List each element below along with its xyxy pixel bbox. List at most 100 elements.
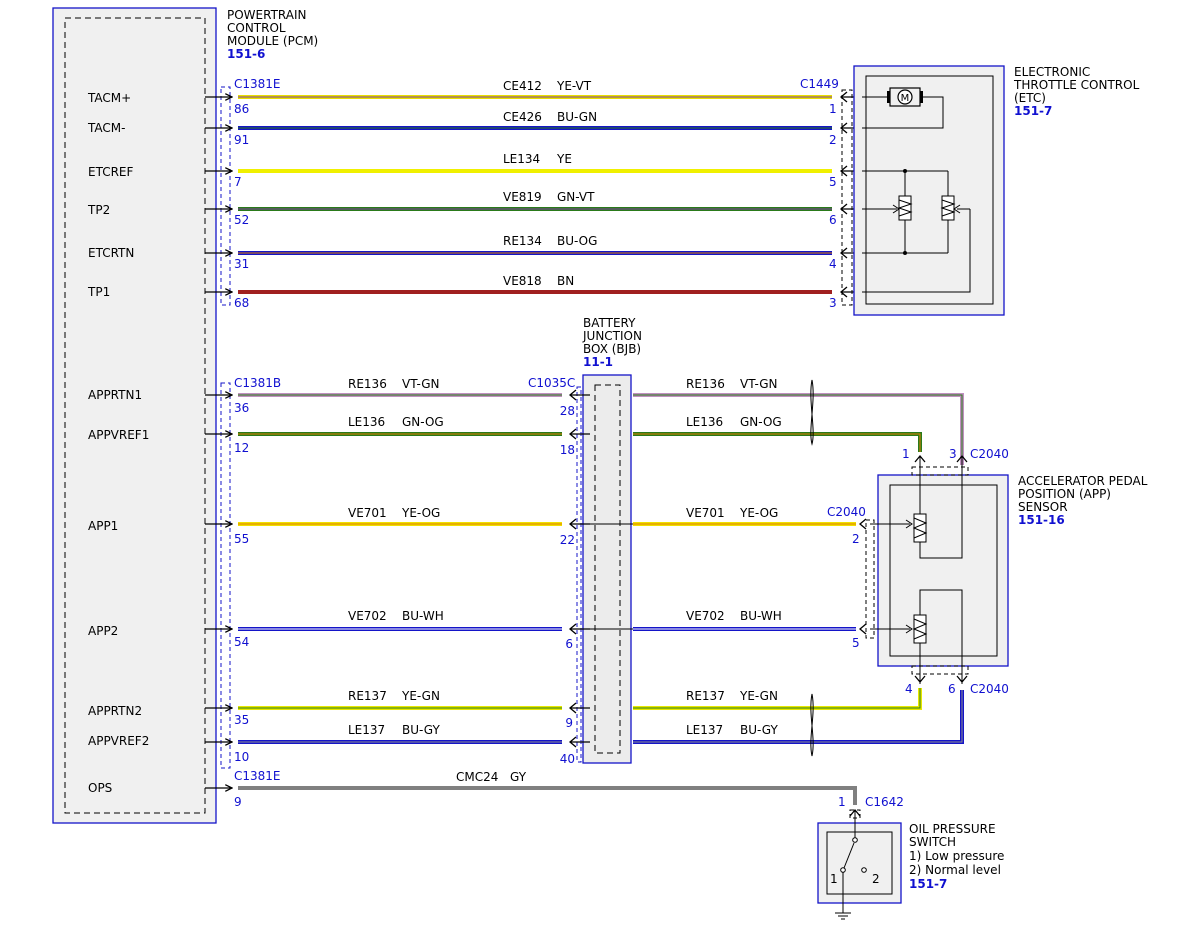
tp1-sensor-icon xyxy=(941,195,955,221)
motor-label: M xyxy=(901,93,910,104)
app-connector-labels: C2040 C2040 C2040 1 3 2 5 4 6 xyxy=(827,447,1009,696)
color-re134: BU-OG xyxy=(557,234,597,248)
pin-52: 52 xyxy=(234,213,249,227)
connector-c1381e-top: C1381E xyxy=(234,77,281,91)
color-ce412: YE-VT xyxy=(556,79,592,93)
bjb-pin-18: 18 xyxy=(560,443,575,457)
color-re137-right: YE-GN xyxy=(739,689,778,703)
app-wires-left xyxy=(238,393,562,744)
signal-apprtn2: APPRTN2 xyxy=(88,704,142,718)
pcm-connector-outlines xyxy=(220,86,231,769)
app-title: ACCELERATOR PEDAL POSITION (APP) SENSOR … xyxy=(1018,474,1148,527)
pcm-pins-app: 36 12 55 54 35 10 9 xyxy=(234,401,249,809)
pin-91: 91 xyxy=(234,133,249,147)
etc-title-line1: ELECTRONIC xyxy=(1014,65,1090,79)
etc-pin-5: 5 xyxy=(829,175,837,189)
color-ve701-left: YE-OG xyxy=(401,506,440,520)
app1-sensor-icon xyxy=(913,513,927,543)
app2-sensor-icon xyxy=(913,614,927,644)
etc-ref: 151-7 xyxy=(1014,104,1052,118)
circuit-re136-left: RE136 xyxy=(348,377,387,391)
pcm-pins-etc: 86 91 7 52 31 68 xyxy=(234,102,249,310)
etc-pin-6: 6 xyxy=(829,213,837,227)
circuit-le137-right: LE137 xyxy=(686,723,723,737)
signal-ops: OPS xyxy=(88,781,112,795)
circuit-le136-left: LE136 xyxy=(348,415,385,429)
circuit-re134: RE134 xyxy=(503,234,542,248)
signal-app2: APP2 xyxy=(88,624,118,638)
etc-title-line3: (ETC) xyxy=(1014,91,1046,105)
ops-state-normal: 2) Normal level xyxy=(909,863,1001,877)
bjb-ref: 11-1 xyxy=(583,355,613,369)
app-title-line2: POSITION (APP) xyxy=(1018,487,1111,501)
etc-pin-1: 1 xyxy=(829,102,837,116)
color-ve702-right: BU-WH xyxy=(740,609,782,623)
ops-wire xyxy=(238,786,857,805)
circuit-le137-left: LE137 xyxy=(348,723,385,737)
color-ve819: GN-VT xyxy=(557,190,595,204)
pcm-module xyxy=(52,7,217,824)
signal-tacm-plus: TACM+ xyxy=(87,91,131,105)
bjb-internal-lines xyxy=(590,523,633,630)
circuit-ve702-right: VE702 xyxy=(686,609,725,623)
color-re136-left: VT-GN xyxy=(402,377,439,391)
pin-10: 10 xyxy=(234,750,249,764)
bjb-pin-28: 28 xyxy=(560,404,575,418)
pin-7: 7 xyxy=(234,175,242,189)
pin-86: 86 xyxy=(234,102,249,116)
color-le137-left: BU-GY xyxy=(402,723,440,737)
pcm-title-line2: CONTROL xyxy=(227,21,286,35)
color-ve702-left: BU-WH xyxy=(402,609,444,623)
signal-apprtn1: APPRTN1 xyxy=(88,388,142,402)
twisted-pair-symbols xyxy=(810,379,814,757)
app-ref: 151-16 xyxy=(1018,513,1065,527)
signal-tp1: TP1 xyxy=(87,285,110,299)
pin-68: 68 xyxy=(234,296,249,310)
pin-9: 9 xyxy=(234,795,242,809)
signal-appvref2: APPVREF2 xyxy=(88,734,149,748)
pin-12: 12 xyxy=(234,441,249,455)
signal-etcrtn: ETCRTN xyxy=(88,246,134,260)
connector-c2040-top: C2040 xyxy=(970,447,1009,461)
color-cmc24: GY xyxy=(510,770,527,784)
color-re137-left: YE-GN xyxy=(401,689,440,703)
ops-contact-2: 2 xyxy=(872,872,880,886)
etc-component: M xyxy=(853,65,1005,316)
connector-c2040-bottom: C2040 xyxy=(970,682,1009,696)
signal-appvref1: APPVREF1 xyxy=(88,428,149,442)
app-pin-5: 5 xyxy=(852,636,860,650)
color-ve818: BN xyxy=(557,274,574,288)
circuit-ve701-right: VE701 xyxy=(686,506,725,520)
color-ve701-right: YE-OG xyxy=(739,506,778,520)
ops-component: 1 2 xyxy=(817,808,902,920)
circuit-cmc24: CMC24 xyxy=(456,770,498,784)
signal-etcref: ETCREF xyxy=(88,165,134,179)
bjb-component xyxy=(576,374,632,764)
etc-pin-2: 2 xyxy=(829,133,837,147)
etc-connector-outline xyxy=(841,89,853,306)
ops-pin-1: 1 xyxy=(838,795,846,809)
circuit-re137-left: RE137 xyxy=(348,689,387,703)
circuit-ve818: VE818 xyxy=(503,274,542,288)
pcm-ref: 151-6 xyxy=(227,47,265,61)
bjb-pin-22: 22 xyxy=(560,533,575,547)
ops-ref: 151-7 xyxy=(909,877,947,891)
signal-tp2: TP2 xyxy=(87,203,110,217)
circuit-ve819: VE819 xyxy=(503,190,542,204)
app-pin-6: 6 xyxy=(948,682,956,696)
etc-pin-4: 4 xyxy=(829,257,837,271)
bjb-pin-40: 40 xyxy=(560,752,575,766)
switch-contact-icon xyxy=(843,842,855,869)
bjb-title-line1: BATTERY xyxy=(583,316,636,330)
pin-36: 36 xyxy=(234,401,249,415)
app-wire-labels-right: RE136 VT-GN LE136 GN-OG VE701 YE-OG VE70… xyxy=(686,377,782,737)
signal-app1: APP1 xyxy=(88,519,118,533)
etc-pin-3: 3 xyxy=(829,296,837,310)
etc-title-line2: THROTTLE CONTROL xyxy=(1013,78,1140,92)
pcm-signal-labels: TACM+ TACM- ETCREF TP2 ETCRTN TP1 APPRTN… xyxy=(87,91,149,795)
circuit-le134: LE134 xyxy=(503,152,540,166)
circuit-ce412: CE412 xyxy=(503,79,542,93)
pin-55: 55 xyxy=(234,532,249,546)
